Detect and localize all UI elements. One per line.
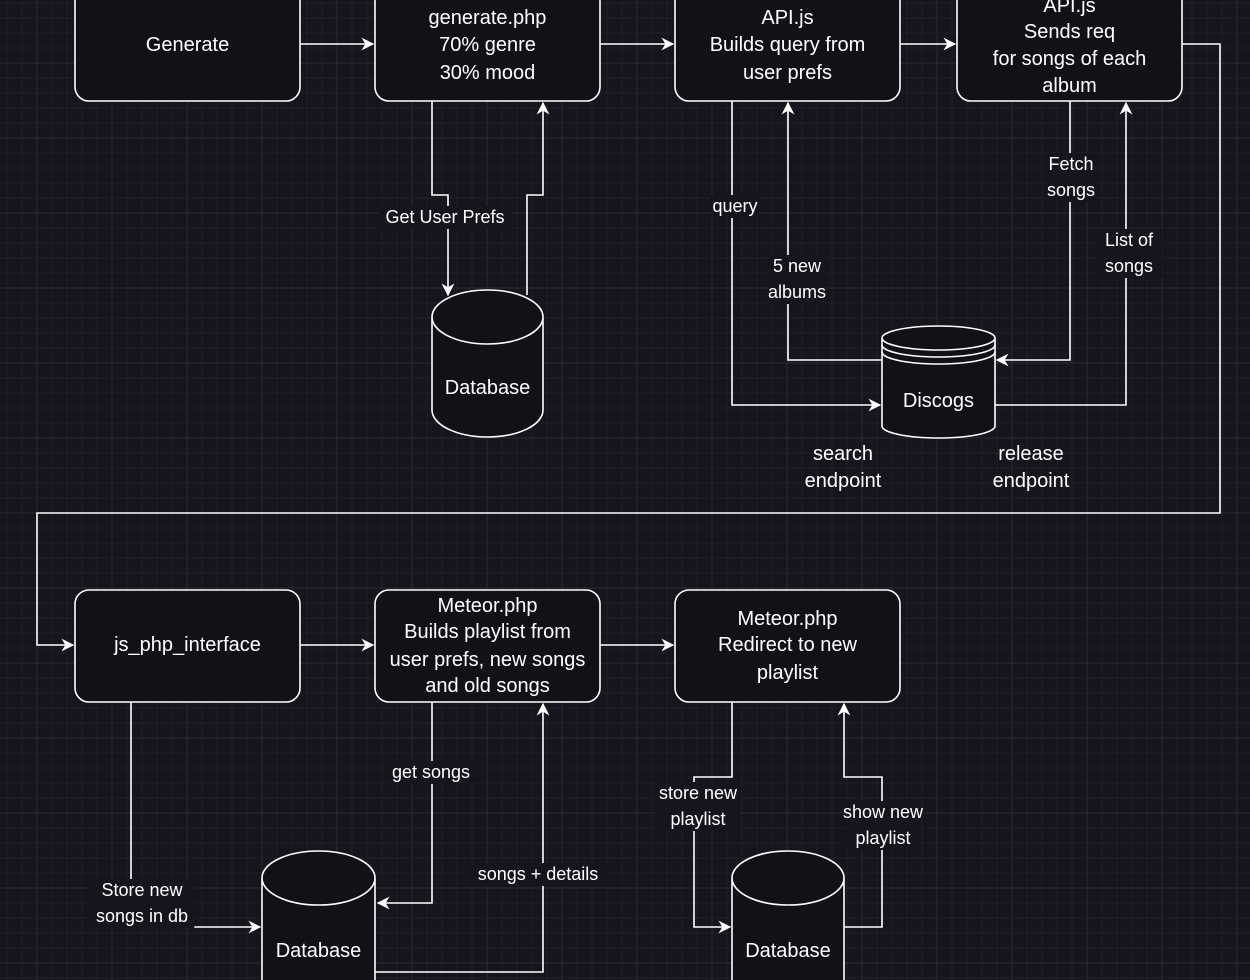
label-line: 5 new [773, 256, 822, 276]
label-line: Meteor.php [737, 608, 837, 630]
edge-label-new-albums: 5 new albums [768, 255, 826, 304]
label-line: release [998, 443, 1064, 465]
label-line: Database [445, 377, 531, 399]
label-line: songs + details [478, 864, 599, 884]
label-line: Discogs [903, 390, 974, 412]
node-generate[interactable]: Generate [74, 0, 301, 102]
songs-details-edge [375, 702, 550, 973]
edge-labels: Get User Prefs query 5 new albums Fetch songs… [89, 153, 1163, 928]
label-line: songs [1105, 256, 1153, 276]
label-line: user prefs [743, 62, 832, 84]
store-playlist-edge [693, 702, 733, 934]
label-line: Sends req [1024, 21, 1115, 43]
node-database-prefs[interactable]: Database [431, 289, 544, 438]
node-database-playlist[interactable]: Database [731, 850, 845, 980]
label-line: API.js [761, 7, 813, 29]
prefs-return [526, 101, 550, 295]
label-line: albums [768, 282, 826, 302]
edge-label-get-user-prefs: Get User Prefs [378, 206, 512, 229]
nodes: Generate generate.php 70% genre 30% mood API… [74, 0, 1183, 980]
label-line: List of [1105, 230, 1154, 250]
node-database-songs[interactable]: Database [261, 850, 376, 980]
api2-to-interface [36, 43, 1221, 652]
cylinder-shape [881, 325, 996, 439]
label-line: and old songs [425, 675, 550, 697]
label-line: 70% genre [439, 34, 536, 56]
label-line: playlist [855, 828, 910, 848]
cylinder-shape [261, 850, 376, 980]
edge-label-list-of-songs: List of songs [1095, 229, 1163, 278]
edge-label-store-new-songs: Store new songs in db [89, 879, 195, 928]
label-line: Builds query from [710, 34, 866, 56]
label-line: Generate [146, 34, 229, 56]
albums-edge [781, 101, 882, 361]
label-line: 30% mood [440, 62, 536, 84]
label-line: user prefs, new songs [390, 649, 586, 671]
label-line: Redirect to new [718, 634, 858, 656]
cylinder-shape [431, 289, 544, 438]
show-playlist-edge [837, 702, 883, 928]
edge-label-songs-details: songs + details [466, 863, 610, 886]
label-line: for songs of each [993, 48, 1146, 70]
label-line: query [712, 196, 757, 216]
node-js-php-interface[interactable]: js_php_interface [74, 589, 301, 703]
label-line: search [813, 443, 873, 465]
label-line: Get User Prefs [385, 207, 504, 227]
edge-label-release-endpoint: release endpoint [993, 443, 1070, 492]
label-line: Fetch [1048, 154, 1093, 174]
label-line: album [1042, 75, 1096, 97]
edge-label-fetch-songs: Fetch songs [1047, 153, 1095, 202]
label-line: generate.php [429, 7, 547, 29]
node-generate-php[interactable]: generate.php 70% genre 30% mood [374, 0, 601, 102]
label-line: endpoint [805, 470, 882, 492]
edge-label-query: query [711, 195, 759, 218]
label-line: Database [276, 940, 362, 962]
edge-label-search-endpoint: search endpoint [805, 443, 882, 492]
label-line: js_php_interface [113, 634, 261, 656]
label-line: API.js [1043, 0, 1095, 17]
edge-label-show-new-playlist: show new playlist [843, 801, 924, 850]
label-line: Meteor.php [437, 595, 537, 617]
label-line: playlist [670, 809, 725, 829]
edge-label-get-songs: get songs [388, 761, 474, 784]
label-line: store new [659, 783, 738, 803]
php-get-prefs [431, 101, 455, 297]
label-line: songs in db [96, 906, 188, 926]
label-line: show new [843, 802, 924, 822]
label-line: get songs [392, 762, 470, 782]
label-line: Database [745, 940, 831, 962]
label-line: Store new [101, 880, 183, 900]
label-line: songs [1047, 180, 1095, 200]
label-line: endpoint [993, 470, 1070, 492]
label-line: playlist [757, 662, 819, 684]
cylinder-shape [731, 850, 845, 980]
label-line: Builds playlist from [404, 621, 571, 643]
edge-label-store-new-playlist: store new playlist [655, 782, 741, 831]
node-discogs[interactable]: Discogs [881, 325, 996, 439]
fetch-songs-edge [995, 101, 1071, 367]
list-songs-edge [995, 101, 1133, 406]
